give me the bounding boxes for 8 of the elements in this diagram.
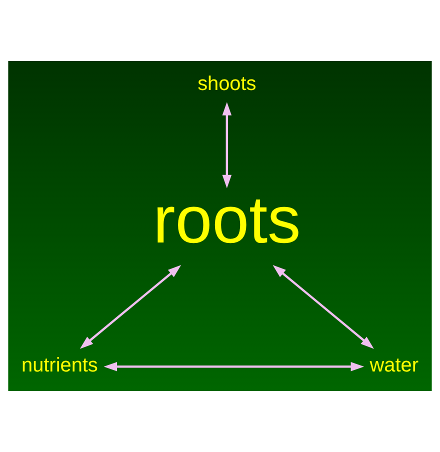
arrow [272, 265, 374, 349]
arrow [104, 362, 364, 372]
arrow [80, 265, 182, 349]
node-text: shoots [198, 73, 256, 96]
arrow [222, 102, 232, 188]
node-text: roots [153, 184, 301, 258]
node-text: water [370, 354, 418, 377]
node-text: nutrients [21, 354, 98, 377]
